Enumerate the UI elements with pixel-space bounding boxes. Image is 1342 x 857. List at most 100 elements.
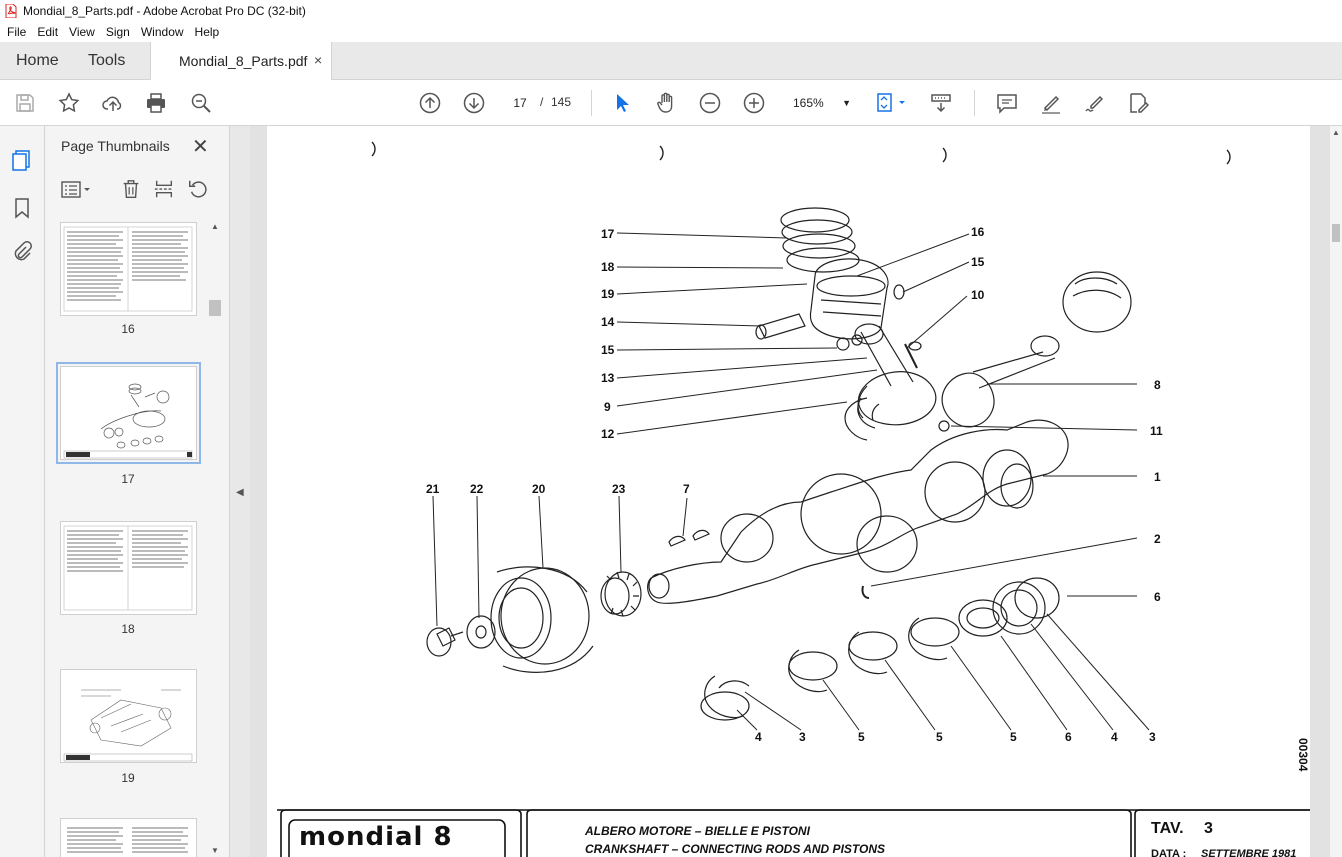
callout-label: 6 bbox=[1154, 590, 1161, 604]
tab-home[interactable]: Home bbox=[16, 52, 59, 69]
callout-label: 12 bbox=[601, 427, 615, 441]
scrollbar-thumb[interactable] bbox=[1332, 224, 1340, 242]
thumbnail-options-icon[interactable] bbox=[60, 178, 96, 202]
save-icon[interactable] bbox=[13, 91, 37, 115]
menu-sign[interactable]: Sign bbox=[105, 25, 130, 39]
callout-label: 5 bbox=[858, 730, 865, 744]
star-icon[interactable] bbox=[57, 91, 81, 115]
menu-view[interactable]: View bbox=[69, 25, 95, 39]
search-icon[interactable] bbox=[189, 91, 213, 115]
brand-logo: mondial 8 bbox=[299, 822, 453, 852]
thumbnail-page-number: 17 bbox=[121, 472, 135, 486]
thumbnail-page-18[interactable] bbox=[60, 521, 197, 615]
thumbnail-page-16[interactable] bbox=[60, 222, 197, 316]
previous-page-icon[interactable] bbox=[418, 91, 442, 115]
menu-file[interactable]: File bbox=[7, 25, 27, 39]
acrobat-app-icon bbox=[5, 3, 17, 19]
page-number-input[interactable]: 17 bbox=[505, 91, 535, 115]
rotate-page-icon[interactable] bbox=[187, 178, 211, 202]
callout-label: 21 bbox=[426, 482, 440, 496]
highlight-pen-icon[interactable] bbox=[1039, 91, 1063, 115]
toolbar-divider bbox=[974, 90, 975, 116]
leader-lines bbox=[432, 232, 1150, 731]
comment-icon[interactable] bbox=[995, 91, 1019, 115]
scroll-up-arrow[interactable]: ▲ bbox=[211, 222, 219, 231]
callout-label: 4 bbox=[1111, 730, 1118, 744]
callout-label: 3 bbox=[1149, 730, 1156, 744]
zoom-level-select[interactable]: 165% ▼ bbox=[785, 91, 855, 115]
menu-window[interactable]: Window bbox=[140, 25, 184, 39]
callout-label: 10 bbox=[971, 288, 985, 302]
callout-label: 17 bbox=[601, 227, 615, 241]
window-title: Mondial_8_Parts.pdf - Adobe Acrobat Pro … bbox=[23, 4, 306, 18]
callout-label: 20 bbox=[532, 482, 546, 496]
page-separator: / bbox=[540, 95, 544, 109]
hand-tool-icon[interactable] bbox=[654, 91, 678, 115]
callout-label: 13 bbox=[601, 371, 615, 385]
title-italian: ALBERO MOTORE – BIELLE E PISTONI bbox=[585, 824, 810, 838]
scroll-up-arrow[interactable]: ▲ bbox=[1332, 128, 1340, 137]
callout-label: 9 bbox=[604, 400, 611, 414]
thumbnail-page-number: 18 bbox=[121, 622, 135, 636]
title-block-frame bbox=[277, 809, 1310, 857]
bookmark-icon[interactable] bbox=[10, 196, 34, 220]
document-scrollbar[interactable]: ▲ bbox=[1330, 126, 1342, 857]
callout-label: 1 bbox=[1154, 470, 1161, 484]
callout-label: 7 bbox=[683, 482, 690, 496]
thumbnails-scrollbar[interactable]: ▲ ▼ bbox=[208, 222, 222, 857]
thumbnail-page-20[interactable] bbox=[60, 818, 197, 857]
navigation-rail bbox=[0, 126, 45, 857]
collapse-arrow-icon[interactable]: ◀ bbox=[236, 487, 244, 498]
scroll-down-arrow[interactable]: ▼ bbox=[211, 846, 219, 855]
scrollbar-thumb[interactable] bbox=[209, 300, 221, 316]
crankshaft-drawing bbox=[426, 419, 1069, 721]
zoom-in-icon[interactable] bbox=[742, 91, 766, 115]
next-page-icon[interactable] bbox=[462, 91, 486, 115]
panel-title: Page Thumbnails bbox=[61, 138, 170, 154]
edit-form-icon[interactable] bbox=[1126, 91, 1150, 115]
date-value: SETTEMBRE 1981 bbox=[1201, 848, 1297, 857]
print-icon[interactable] bbox=[144, 91, 168, 115]
callout-label: 5 bbox=[936, 730, 943, 744]
extract-pages-icon[interactable] bbox=[153, 178, 177, 202]
plate-number: 3 bbox=[1204, 820, 1213, 837]
callout-label: 5 bbox=[1010, 730, 1017, 744]
toolbar-divider bbox=[591, 90, 592, 116]
zoom-out-icon[interactable] bbox=[698, 91, 722, 115]
title-bar: Mondial_8_Parts.pdf - Adobe Acrobat Pro … bbox=[0, 0, 1342, 22]
menu-edit[interactable]: Edit bbox=[37, 25, 59, 39]
menu-help[interactable]: Help bbox=[194, 25, 220, 39]
panel-collapse-handle[interactable] bbox=[230, 126, 250, 857]
thumbnail-page-17[interactable] bbox=[56, 362, 201, 464]
close-panel-icon[interactable]: ✕ bbox=[192, 136, 209, 158]
pdf-page: 17 18 19 14 15 13 9 12 16 15 10 8 11 1 2… bbox=[267, 126, 1310, 857]
fit-page-icon[interactable] bbox=[873, 91, 909, 115]
cloud-upload-icon[interactable] bbox=[101, 91, 125, 115]
callout-label: 14 bbox=[601, 315, 615, 329]
draw-signature-icon[interactable] bbox=[1083, 91, 1107, 115]
document-tab-label: Mondial_8_Parts.pdf bbox=[179, 53, 308, 69]
tab-document[interactable]: Mondial_8_Parts.pdf × bbox=[150, 42, 332, 81]
attachment-icon[interactable] bbox=[10, 240, 34, 264]
binding-marks bbox=[371, 141, 1231, 165]
thumbnail-page-19[interactable] bbox=[60, 669, 197, 763]
select-cursor-icon[interactable] bbox=[610, 91, 634, 115]
callout-label: 19 bbox=[601, 287, 615, 301]
tab-bar: Home Tools Mondial_8_Parts.pdf × bbox=[0, 42, 1342, 81]
thumbnail-page-number: 16 bbox=[121, 322, 135, 336]
thumbnail-drawing-preview bbox=[63, 383, 193, 459]
callout-label: 8 bbox=[1154, 378, 1161, 392]
tab-tools[interactable]: Tools bbox=[88, 52, 126, 69]
callout-label: 11 bbox=[1150, 424, 1163, 438]
thumbnail-drawing-preview bbox=[63, 689, 193, 762]
callout-label: 3 bbox=[799, 730, 806, 744]
date-label: DATA : bbox=[1151, 848, 1187, 857]
scroll-mode-icon[interactable] bbox=[929, 91, 953, 115]
piston-assembly-drawing bbox=[755, 207, 1132, 441]
chevron-down-icon: ▼ bbox=[842, 98, 851, 108]
close-tab-icon[interactable]: × bbox=[314, 52, 323, 68]
plate-label: TAV. bbox=[1151, 820, 1184, 837]
page-thumbnails-icon[interactable] bbox=[10, 148, 34, 172]
delete-pages-icon[interactable] bbox=[120, 178, 144, 202]
callout-label: 16 bbox=[971, 225, 985, 239]
